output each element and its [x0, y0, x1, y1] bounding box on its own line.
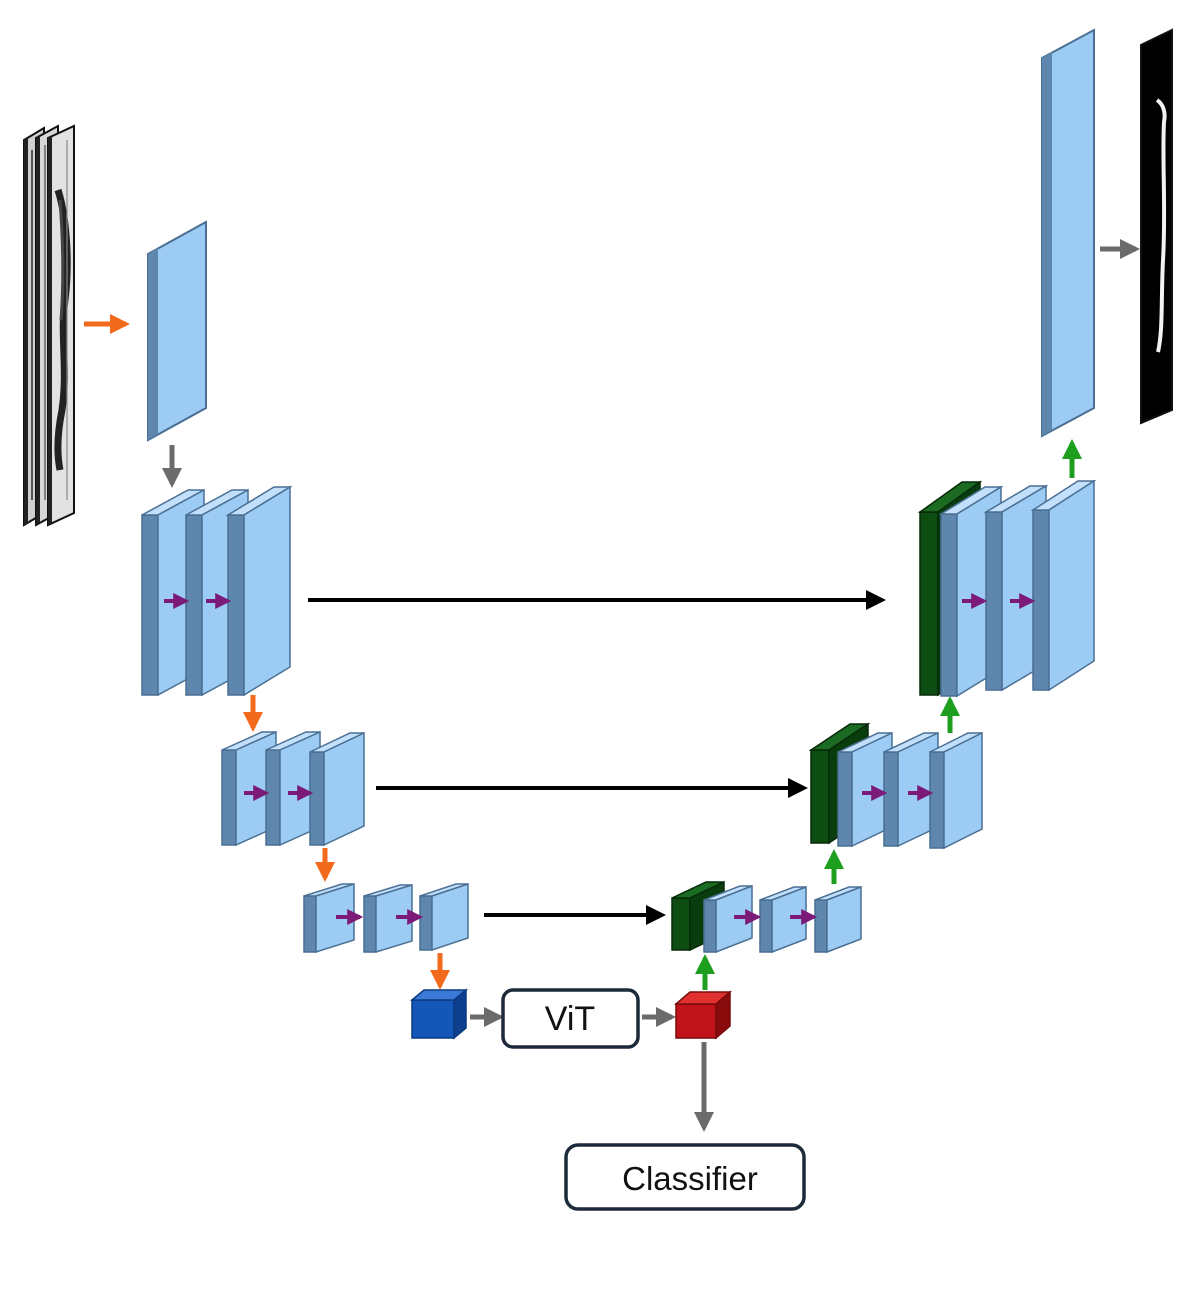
decoder-level-2: [808, 722, 983, 850]
decoder-block: [759, 885, 807, 954]
vit-box: ViT: [501, 988, 640, 1049]
encoder-block: [363, 883, 413, 954]
bottleneck-output-cube: [673, 990, 733, 1040]
encoder-block: [419, 882, 469, 952]
decoder-block: [929, 731, 983, 850]
decoder-level-1: [917, 479, 1097, 698]
segmentation-mask-icon: [1140, 28, 1173, 425]
encoder-block: [309, 731, 365, 847]
decoder-block: [1030, 479, 1097, 692]
stem-feature-map: [147, 220, 207, 442]
output-feature-map: [1041, 28, 1095, 438]
classifier-box: Classifier: [564, 1143, 806, 1211]
input-slices-icon: [23, 124, 75, 527]
encoder-block: [303, 882, 355, 954]
classifier-label: Classifier: [622, 1160, 758, 1197]
encoder-level-3: [303, 882, 469, 954]
decoder-block: [814, 885, 862, 954]
input-slice: [47, 124, 75, 527]
encoder-level-2: [221, 730, 365, 847]
vit-label: ViT: [545, 1000, 595, 1038]
bottleneck-input-cube: [409, 988, 469, 1040]
encoder-block: [225, 485, 293, 697]
encoder-level-1: [141, 485, 293, 697]
decoder-level-3: [671, 880, 862, 954]
